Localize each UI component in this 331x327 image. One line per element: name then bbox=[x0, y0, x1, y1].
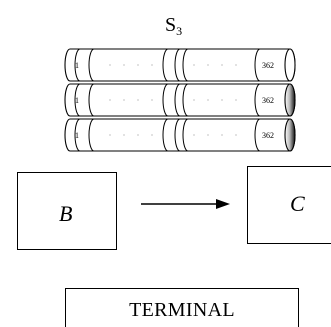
cylinder-seam bbox=[182, 48, 189, 82]
cylinder-end-label: 362 bbox=[262, 96, 274, 105]
cylinder-dot bbox=[123, 99, 125, 101]
arrow-head bbox=[216, 199, 230, 209]
box-b-label: B bbox=[59, 201, 73, 226]
cylinder-dot bbox=[123, 64, 125, 66]
cylinder-seam bbox=[254, 83, 261, 117]
cylinder-seam bbox=[174, 48, 181, 82]
cylinder-start-label: 1 bbox=[75, 96, 79, 105]
cylinder-dot bbox=[193, 99, 195, 101]
box-b: B bbox=[17, 172, 117, 250]
stack-title-subscript: 3 bbox=[176, 24, 183, 38]
terminal-label: TERMINAL bbox=[129, 299, 235, 321]
cylinder-dot bbox=[109, 64, 111, 66]
box-c-label: C bbox=[290, 191, 305, 216]
cylinder: 1 362 bbox=[64, 48, 296, 82]
stack-title: S3 bbox=[165, 14, 182, 42]
cylinder-dot bbox=[221, 64, 223, 66]
cylinder-dot bbox=[235, 64, 237, 66]
cylinder-stack: 1 362 1 362 1 362 bbox=[64, 48, 296, 152]
cylinder-dot bbox=[193, 64, 195, 66]
cylinder-end-label: 362 bbox=[262, 61, 274, 70]
box-c: C bbox=[247, 166, 331, 244]
cylinder-dot bbox=[235, 134, 237, 136]
cylinder-seam bbox=[74, 83, 81, 117]
cylinder-dot bbox=[207, 64, 209, 66]
cylinder-dot bbox=[109, 134, 111, 136]
cylinder-end-cap bbox=[284, 48, 296, 82]
cylinder-seam bbox=[254, 48, 261, 82]
cylinder-seam bbox=[182, 83, 189, 117]
cylinder-dot bbox=[137, 134, 139, 136]
cylinder-dot bbox=[137, 99, 139, 101]
cylinder-dot bbox=[137, 64, 139, 66]
terminal-box: TERMINAL bbox=[65, 288, 299, 327]
cylinder: 1 362 bbox=[64, 118, 296, 152]
cylinder-seam bbox=[162, 118, 169, 152]
cylinder-start-label: 1 bbox=[75, 131, 79, 140]
cylinder-dot bbox=[151, 64, 153, 66]
cylinder-seam bbox=[88, 83, 95, 117]
cylinder-end-cap bbox=[284, 83, 296, 117]
cylinder-end-label: 362 bbox=[262, 131, 274, 140]
cylinder-dot bbox=[207, 99, 209, 101]
cylinder-dot bbox=[151, 99, 153, 101]
cylinder-dot bbox=[221, 134, 223, 136]
cylinder-seam bbox=[182, 118, 189, 152]
arrow-b-to-c bbox=[141, 199, 230, 209]
cylinder-seam bbox=[162, 83, 169, 117]
cylinder-seam bbox=[162, 48, 169, 82]
cylinder-seam bbox=[88, 48, 95, 82]
cylinder: 1 362 bbox=[64, 83, 296, 117]
cylinder-body bbox=[64, 83, 296, 117]
cylinder-seam bbox=[174, 83, 181, 117]
cylinder-seam bbox=[88, 118, 95, 152]
cylinder-start-label: 1 bbox=[75, 61, 79, 70]
cylinder-dot bbox=[193, 134, 195, 136]
cylinder-seam bbox=[74, 48, 81, 82]
cylinder-body bbox=[64, 118, 296, 152]
stack-title-base: S bbox=[165, 14, 177, 36]
cylinder-end-cap bbox=[284, 118, 296, 152]
cylinder-dot bbox=[221, 99, 223, 101]
cylinder-dot bbox=[123, 134, 125, 136]
cylinder-seam bbox=[174, 118, 181, 152]
cylinder-seam bbox=[254, 118, 261, 152]
cylinder-dot bbox=[109, 99, 111, 101]
cylinder-dot bbox=[207, 134, 209, 136]
cylinder-body bbox=[64, 48, 296, 82]
cylinder-dot bbox=[151, 134, 153, 136]
cylinder-seam bbox=[74, 118, 81, 152]
cylinder-dot bbox=[235, 99, 237, 101]
